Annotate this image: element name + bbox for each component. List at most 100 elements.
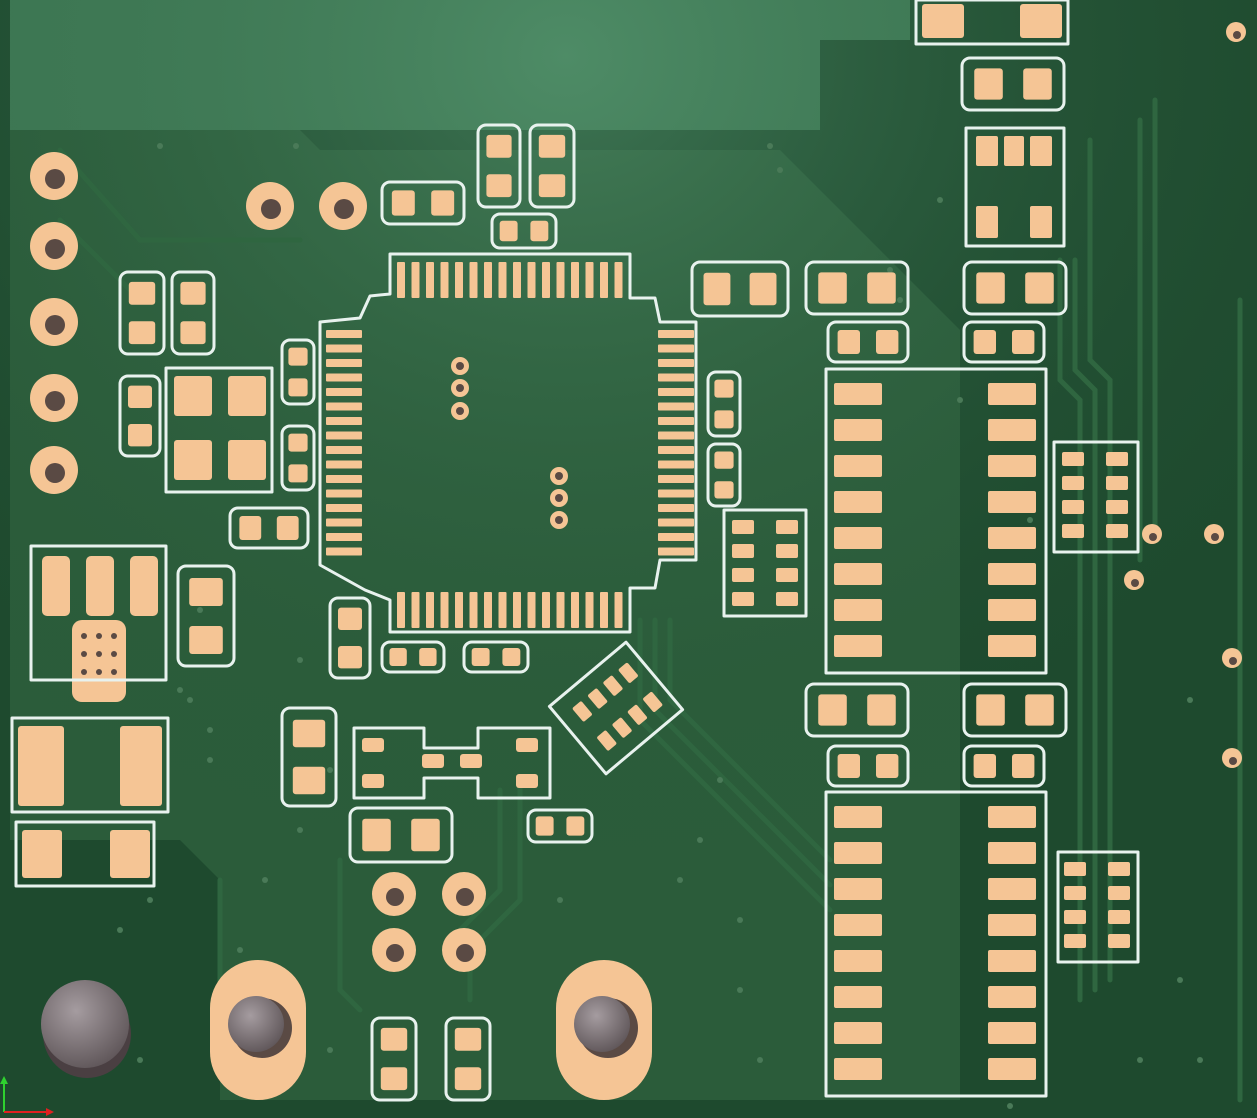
pad <box>1004 136 1024 166</box>
pad <box>326 504 362 512</box>
pad <box>180 321 206 345</box>
pad <box>422 754 444 768</box>
drill-hole <box>45 239 65 259</box>
component-outline <box>380 640 446 674</box>
pad <box>326 460 362 469</box>
pad <box>292 766 326 795</box>
via <box>177 687 183 693</box>
pad <box>776 520 798 534</box>
component-outline <box>118 374 162 458</box>
via <box>767 143 773 149</box>
pad <box>397 262 405 298</box>
drill-hole <box>45 315 65 335</box>
pad <box>834 491 882 513</box>
drill-hole <box>456 944 474 962</box>
pad <box>469 592 478 628</box>
via <box>237 947 243 953</box>
pad <box>585 262 594 298</box>
component-outline <box>826 320 910 364</box>
pad <box>128 385 152 408</box>
pad <box>1064 886 1086 900</box>
pad <box>837 754 860 778</box>
component-outline <box>476 123 522 209</box>
pad <box>658 475 694 483</box>
pad <box>988 914 1036 936</box>
pad <box>288 347 308 366</box>
pad <box>834 635 882 657</box>
drill-hole <box>1229 657 1237 665</box>
pad <box>973 754 996 778</box>
pad <box>326 373 362 382</box>
pad <box>988 563 1036 585</box>
pad <box>455 262 463 298</box>
pad <box>326 446 362 454</box>
pad <box>189 626 223 654</box>
pad <box>976 694 1005 726</box>
pad <box>513 262 521 298</box>
drill-hole <box>1131 579 1139 587</box>
pad <box>614 592 623 628</box>
pad <box>618 662 638 683</box>
pad <box>527 262 536 298</box>
component-outline <box>462 640 530 674</box>
small-outline-group <box>118 56 1068 1102</box>
pad <box>527 592 536 628</box>
via <box>1027 517 1033 523</box>
pad <box>585 592 594 628</box>
pad <box>411 262 420 298</box>
drill-hole <box>1149 533 1157 541</box>
pad <box>603 675 623 696</box>
pad <box>128 281 156 305</box>
pad <box>1023 68 1052 100</box>
via <box>207 757 213 763</box>
pad <box>834 1022 882 1044</box>
pad <box>658 359 694 367</box>
component-outline <box>444 1016 492 1102</box>
pad <box>922 4 964 38</box>
component-outline <box>528 123 576 209</box>
via <box>737 917 743 923</box>
component-outline <box>526 808 594 844</box>
pad <box>426 262 434 298</box>
pad <box>834 1058 882 1080</box>
component-outline <box>490 212 558 250</box>
component-outline <box>170 270 216 356</box>
via <box>297 827 303 833</box>
via <box>327 1047 333 1053</box>
pad <box>1030 136 1052 166</box>
pad <box>411 818 440 852</box>
pad <box>988 599 1036 621</box>
pad <box>130 556 158 616</box>
mcu-outline <box>318 252 698 634</box>
pad <box>288 433 308 452</box>
pad <box>389 648 407 666</box>
pad <box>326 475 362 483</box>
pad <box>326 402 362 411</box>
oval-drill-face <box>228 996 284 1052</box>
pad <box>486 134 512 158</box>
pad <box>535 816 554 836</box>
pad <box>732 592 754 606</box>
pad <box>542 592 550 628</box>
pad <box>454 1067 482 1091</box>
pad <box>600 262 608 298</box>
pad <box>776 568 798 582</box>
pad <box>600 592 608 628</box>
pad <box>988 1058 1036 1080</box>
pad <box>714 451 734 469</box>
pad <box>703 272 731 306</box>
pad <box>362 818 391 852</box>
pad <box>658 402 694 411</box>
drill-hole <box>456 888 474 906</box>
pad <box>988 878 1036 900</box>
pad <box>732 520 754 534</box>
drill-hole <box>45 391 65 411</box>
component-outline <box>280 706 338 808</box>
component-outline <box>380 180 466 226</box>
pad <box>454 1027 482 1051</box>
component-outline <box>962 260 1068 316</box>
pad <box>486 174 512 198</box>
pad <box>818 272 847 304</box>
via <box>187 697 193 703</box>
